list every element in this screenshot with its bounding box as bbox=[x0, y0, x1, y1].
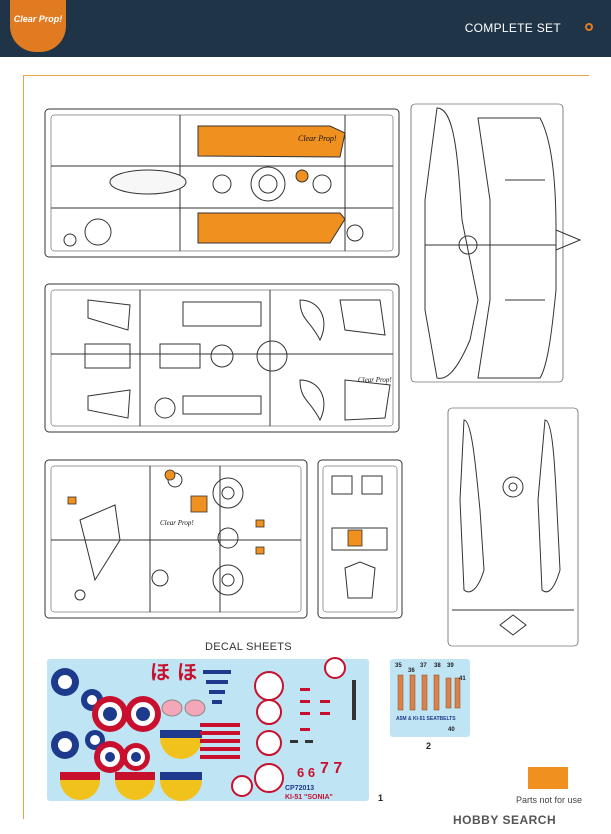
sprue-e-fuselage bbox=[447, 407, 579, 647]
legend-swatch bbox=[528, 767, 568, 789]
content-frame bbox=[23, 75, 589, 819]
sprue-a bbox=[44, 108, 400, 258]
header-dot-icon bbox=[585, 23, 593, 31]
sprue-c bbox=[44, 459, 308, 619]
decal-2-num-41: 41 bbox=[459, 676, 466, 682]
decal-sheet-1 bbox=[47, 657, 369, 801]
decal-2-num-40: 40 bbox=[448, 727, 455, 733]
sprue-f-wing bbox=[410, 103, 582, 383]
decal-1-number: 1 bbox=[378, 793, 383, 803]
watermark: HOBBY SEARCH bbox=[453, 813, 557, 827]
decal-2-num-39: 39 bbox=[447, 663, 454, 669]
sprue-b-logo: Clear Prop! bbox=[358, 376, 392, 384]
brand-logo: Clear Prop! bbox=[10, 0, 66, 52]
legend-label: Parts not for use bbox=[516, 795, 583, 805]
decal-sheet-2 bbox=[390, 659, 470, 737]
sprue-d-parts-not-for-use bbox=[347, 529, 363, 547]
brand-logo-text: Clear Prop! bbox=[13, 14, 63, 24]
decal-2-caption: A5M & KI-51 SEATBELTS bbox=[396, 716, 456, 722]
decal-2-num-36: 36 bbox=[408, 668, 415, 674]
decal-1-code: CP72013 bbox=[285, 785, 314, 792]
decal-1-kana: ほ ほ bbox=[150, 660, 197, 684]
decal-2-num-35: 35 bbox=[395, 663, 402, 669]
sprue-c-parts-not-for-use bbox=[67, 469, 265, 555]
decal-1-large-numbers: 7 7 bbox=[320, 760, 342, 777]
sprue-c-logo: Clear Prop! bbox=[160, 519, 194, 527]
decal-2-num-38: 38 bbox=[434, 663, 441, 669]
sprue-a-parts-not-for-use bbox=[197, 125, 346, 244]
decal-2-number: 2 bbox=[426, 741, 431, 751]
page-title: COMPLETE SET bbox=[464, 21, 561, 35]
sprue-d-clear bbox=[317, 459, 403, 619]
decal-sheets-title: DECAL SHEETS bbox=[205, 641, 292, 653]
decal-2-num-37: 37 bbox=[420, 663, 427, 669]
sprue-a-logo: Clear Prop! bbox=[298, 134, 337, 143]
header-bar: Clear Prop! COMPLETE SET bbox=[0, 0, 611, 57]
decal-1-name: KI-51 "SONIA" bbox=[285, 794, 333, 801]
sprue-b bbox=[44, 283, 400, 433]
decal-1-small-numbers: 6 6 bbox=[297, 765, 315, 780]
